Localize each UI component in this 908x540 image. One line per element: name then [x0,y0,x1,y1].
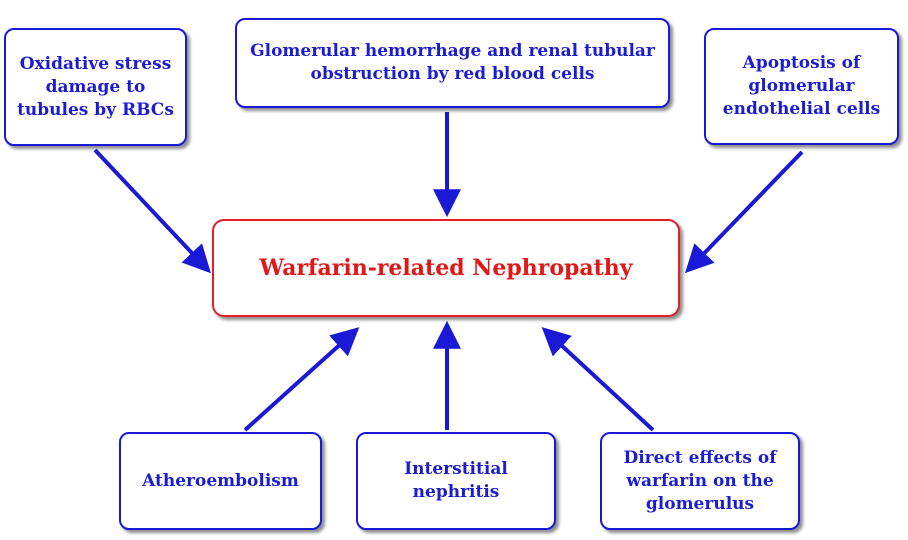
arrow-atheroembolism [243,327,360,432]
cause-box-glomerular-hemorrhage: Glomerular hemorrhage and renal tubular … [235,18,670,108]
arrow-direct [541,327,655,432]
arrow-oxidative [93,148,211,274]
central-concept-box: Warfarin-related Nephropathy [212,219,680,317]
cause-box-apoptosis: Apoptosis of glomerular endothelial cell… [704,28,899,145]
cause-box-direct-effects: Direct effects of warfarin on the glomer… [600,432,800,530]
cause-label-direct-effects: Direct effects of warfarin on the glomer… [623,447,777,514]
cause-box-atheroembolism: Atheroembolism [119,432,322,530]
cause-label-atheroembolism: Atheroembolism [142,470,299,491]
cause-label-apoptosis: Apoptosis of glomerular endothelial cell… [722,53,881,119]
cause-box-interstitial-nephritis: Interstitial nephritis [356,432,556,530]
cause-label-oxidative-stress: Oxidative stress damage to tubules by RB… [17,53,174,120]
cause-label-glomerular-hemorrhage: Glomerular hemorrhage and renal tubular … [250,41,655,84]
central-concept-label: Warfarin-related Nephropathy [259,254,633,281]
arrow-apoptosis [684,150,804,274]
cause-label-interstitial-nephritis: Interstitial nephritis [404,459,508,502]
cause-box-oxidative-stress: Oxidative stress damage to tubules by RB… [4,28,187,146]
